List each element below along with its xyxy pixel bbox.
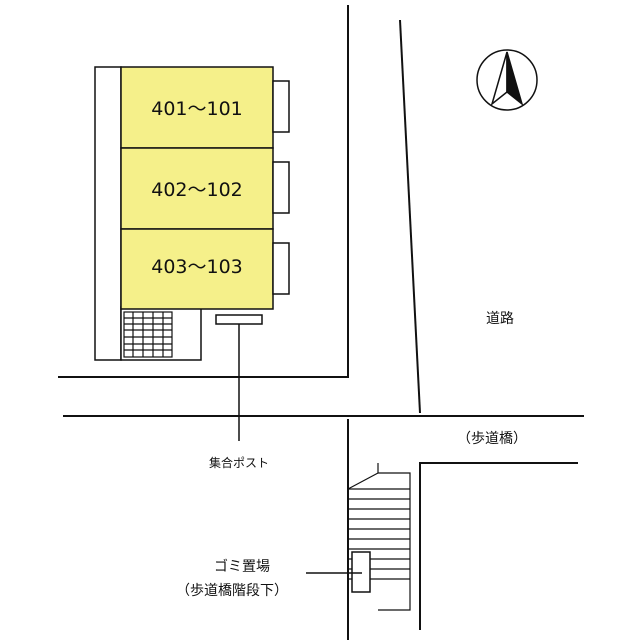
unit-label: 403～103 xyxy=(151,256,243,278)
mailbox-label: 集合ポスト xyxy=(209,455,269,470)
unit-label: 401～101 xyxy=(151,98,243,120)
building-stairs xyxy=(123,311,173,358)
garbage-area xyxy=(351,551,371,593)
garbage-sub-label: （歩道橋階段下） xyxy=(176,583,288,599)
lot-boundary xyxy=(58,5,349,378)
mailbox-shape xyxy=(215,314,263,325)
road-label: 道路 xyxy=(486,311,514,327)
stair-landing xyxy=(120,306,202,361)
balcony xyxy=(272,161,290,214)
north-arrow-icon xyxy=(476,49,538,111)
balcony xyxy=(272,80,290,133)
garbage-title-label: ゴミ置場 xyxy=(214,558,270,575)
unit-401-101: 401～101 xyxy=(120,66,274,149)
pedestrian-bridge-label: （歩道橋） xyxy=(457,431,527,447)
unit-label: 402～102 xyxy=(151,179,243,201)
unit-403-103: 403～103 xyxy=(120,228,274,310)
building-corridor xyxy=(94,66,122,361)
bridge-stair-outline xyxy=(419,462,578,630)
unit-402-102: 402～102 xyxy=(120,147,274,230)
balcony xyxy=(272,242,290,295)
road-edge xyxy=(399,19,421,414)
